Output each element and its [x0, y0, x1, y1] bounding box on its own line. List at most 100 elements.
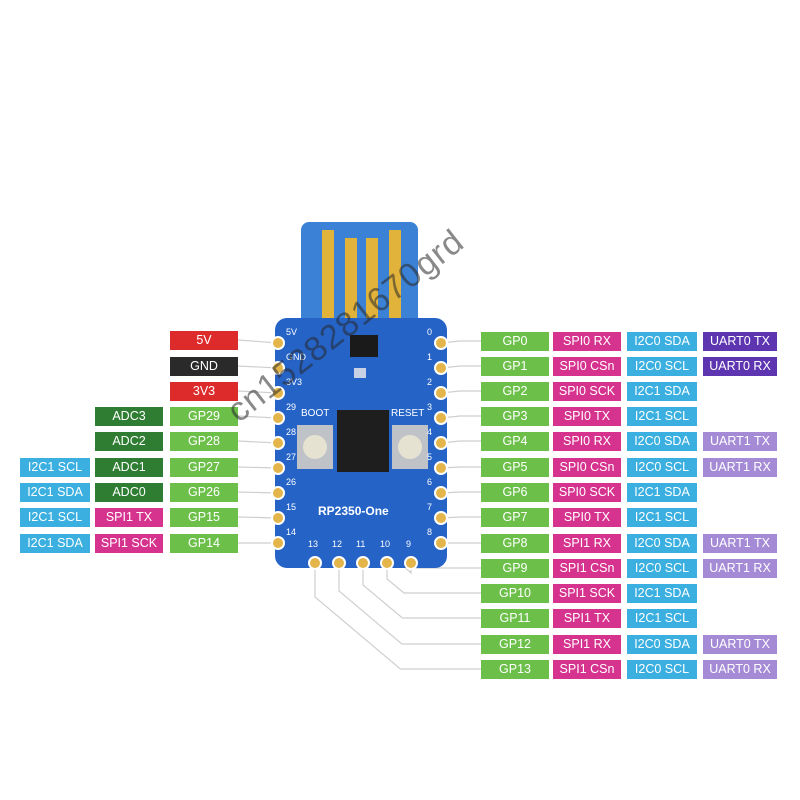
- bottom-leader-line: [362, 563, 481, 619]
- pin-pad: [356, 556, 370, 570]
- pad-label-27: 27: [286, 452, 296, 462]
- pad-label-8: 8: [427, 527, 432, 537]
- i2c-label: I2C0 SCL: [627, 660, 697, 679]
- pin-pad: [308, 556, 322, 570]
- spi-label: SPI0 CSn: [553, 458, 621, 477]
- pad-label-3v3: 3V3: [286, 377, 302, 387]
- pin-pad: [434, 411, 448, 425]
- pad-label-12: 12: [332, 539, 342, 549]
- i2c-label: I2C1 SDA: [627, 584, 697, 603]
- gpio-label: GP8: [481, 534, 549, 553]
- gpio-label: GP3: [481, 407, 549, 426]
- pin-pad: [271, 461, 285, 475]
- pad-label-0: 0: [427, 327, 432, 337]
- spi-label: SPI1 TX: [95, 508, 163, 527]
- pin-pad: [404, 556, 418, 570]
- i2c-label: I2C1 SDA: [627, 382, 697, 401]
- pin-pad: [271, 411, 285, 425]
- usb-contact: [322, 230, 334, 320]
- pad-label-3: 3: [427, 402, 432, 412]
- bottom-leader-line: [338, 563, 481, 645]
- uart_light-label: UART0 TX: [703, 635, 777, 654]
- pad-label-5: 5: [427, 452, 432, 462]
- ground-label: GND: [170, 357, 238, 376]
- pin-pad: [271, 336, 285, 350]
- spi-label: SPI0 TX: [553, 407, 621, 426]
- pin-pad: [434, 436, 448, 450]
- i2c-label: I2C0 SCL: [627, 458, 697, 477]
- pad-label-6: 6: [427, 477, 432, 487]
- spi-label: SPI0 CSn: [553, 357, 621, 376]
- bottom-leader-line: [314, 563, 481, 670]
- usb-contact: [345, 238, 357, 320]
- spi-label: SPI1 SCK: [553, 584, 621, 603]
- pin-pad: [271, 486, 285, 500]
- regulator-chip: [350, 335, 378, 357]
- i2c-label: I2C1 SDA: [627, 483, 697, 502]
- spi-label: SPI0 SCK: [553, 483, 621, 502]
- spi-label: SPI1 SCK: [95, 534, 163, 553]
- i2c-label: I2C1 SCL: [627, 508, 697, 527]
- i2c-label: I2C1 SCL: [20, 458, 90, 477]
- pin-pad: [434, 486, 448, 500]
- pin-pad: [434, 461, 448, 475]
- gpio-label: GP13: [481, 660, 549, 679]
- pad-label-29: 29: [286, 402, 296, 412]
- gpio-label: GP1: [481, 357, 549, 376]
- uart_dark-label: UART0 RX: [703, 357, 777, 376]
- pin-pad: [271, 361, 285, 375]
- spi-label: SPI0 SCK: [553, 382, 621, 401]
- led: [354, 368, 366, 378]
- pad-label-4: 4: [427, 427, 432, 437]
- pin-pad: [380, 556, 394, 570]
- pad-label-9: 9: [406, 539, 411, 549]
- uart_light-label: UART1 RX: [703, 458, 777, 477]
- pin-pad: [434, 361, 448, 375]
- spi-label: SPI0 RX: [553, 432, 621, 451]
- pad-label-5v: 5V: [286, 327, 297, 337]
- pad-label-28: 28: [286, 427, 296, 437]
- power-label: 5V: [170, 331, 238, 350]
- pin-pad: [434, 386, 448, 400]
- adc-label: ADC1: [95, 458, 163, 477]
- pad-label-1: 1: [427, 352, 432, 362]
- pin-pad: [434, 536, 448, 550]
- gpio-label: GP15: [170, 508, 238, 527]
- uart_light-label: UART1 RX: [703, 559, 777, 578]
- pin-pad: [434, 336, 448, 350]
- gpio-label: GP0: [481, 332, 549, 351]
- i2c-label: I2C0 SDA: [627, 332, 697, 351]
- i2c-label: I2C1 SDA: [20, 483, 90, 502]
- spi-label: SPI1 TX: [553, 609, 621, 628]
- gpio-label: GP11: [481, 609, 549, 628]
- gpio-label: GP2: [481, 382, 549, 401]
- adc-label: ADC3: [95, 407, 163, 426]
- pad-label-11: 11: [356, 539, 365, 549]
- adc-label: ADC2: [95, 432, 163, 451]
- gpio-label: GP10: [481, 584, 549, 603]
- pad-label-7: 7: [427, 502, 432, 512]
- spi-label: SPI1 CSn: [553, 559, 621, 578]
- pad-label-gnd: GND: [286, 352, 307, 362]
- spi-label: SPI1 CSn: [553, 660, 621, 679]
- pad-label-13: 13: [308, 539, 318, 549]
- pad-label-10: 10: [380, 539, 390, 549]
- pin-pad: [271, 536, 285, 550]
- power-label: 3V3: [170, 382, 238, 401]
- boot-button-cap: [303, 435, 327, 459]
- gpio-label: GP5: [481, 458, 549, 477]
- gpio-label: GP27: [170, 458, 238, 477]
- uart_dark-label: UART0 TX: [703, 332, 777, 351]
- usb-contact: [366, 238, 378, 320]
- spi-label: SPI1 RX: [553, 534, 621, 553]
- gpio-label: GP26: [170, 483, 238, 502]
- uart_light-label: UART1 TX: [703, 534, 777, 553]
- gpio-label: GP7: [481, 508, 549, 527]
- i2c-label: I2C1 SCL: [627, 609, 697, 628]
- pin-pad: [271, 386, 285, 400]
- pad-label-2: 2: [427, 377, 432, 387]
- usb-contact: [389, 230, 401, 320]
- board-name: RP2350-One: [318, 504, 389, 518]
- i2c-label: I2C0 SDA: [627, 432, 697, 451]
- pin-pad: [271, 436, 285, 450]
